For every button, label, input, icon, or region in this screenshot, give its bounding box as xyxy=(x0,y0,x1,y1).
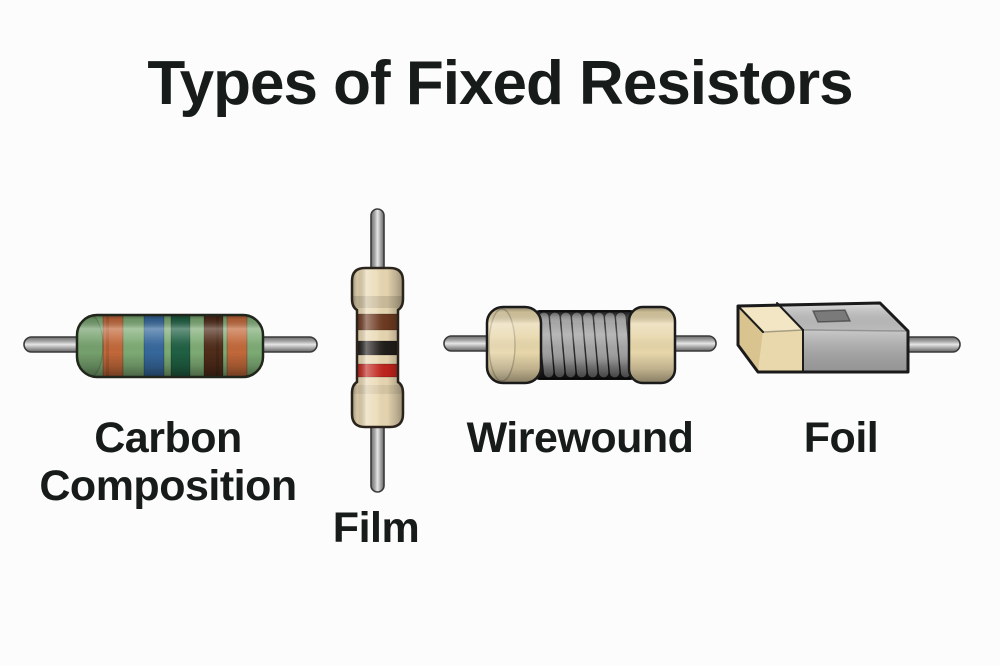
foil-front-face-shading xyxy=(803,330,908,372)
foil-end-side-face xyxy=(738,306,763,372)
carbon-body-shading xyxy=(75,313,265,379)
carbon-right-lead xyxy=(254,336,318,353)
wirewound-illustration xyxy=(443,305,717,385)
label-foil-line1: Foil xyxy=(803,414,879,462)
foil-end-top-face xyxy=(738,303,803,332)
page-title: Types of Fixed Resistors xyxy=(147,49,853,118)
foil-body-ridge xyxy=(802,329,909,332)
foil-illustration xyxy=(736,301,961,374)
foil-top-window xyxy=(811,309,852,323)
foil-outline xyxy=(736,301,910,374)
film-illustration xyxy=(350,208,405,493)
film-bottom-lead xyxy=(370,417,385,493)
wirewound-right-cap-shading xyxy=(627,305,677,385)
label-wirewound: Wirewound xyxy=(467,414,694,462)
foil-end-ridge xyxy=(762,329,804,333)
carbon-composition-illustration xyxy=(23,313,318,379)
label-carbon-line2: Composition xyxy=(39,462,297,511)
label-carbon-composition: Carbon Composition xyxy=(39,414,297,511)
label-film-line1: Film xyxy=(332,504,420,552)
film-body-shading xyxy=(350,266,405,429)
label-film: Film xyxy=(332,504,420,552)
wirewound-left-cap-shading xyxy=(485,305,543,385)
foil-edges xyxy=(737,302,804,373)
label-foil: Foil xyxy=(803,414,879,462)
foil-end-front-face xyxy=(758,330,803,372)
wirewound-coil-shading xyxy=(534,311,636,379)
foil-lead xyxy=(902,336,961,353)
label-carbon-line1: Carbon xyxy=(94,414,242,462)
label-wirewound-line1: Wirewound xyxy=(466,414,694,462)
